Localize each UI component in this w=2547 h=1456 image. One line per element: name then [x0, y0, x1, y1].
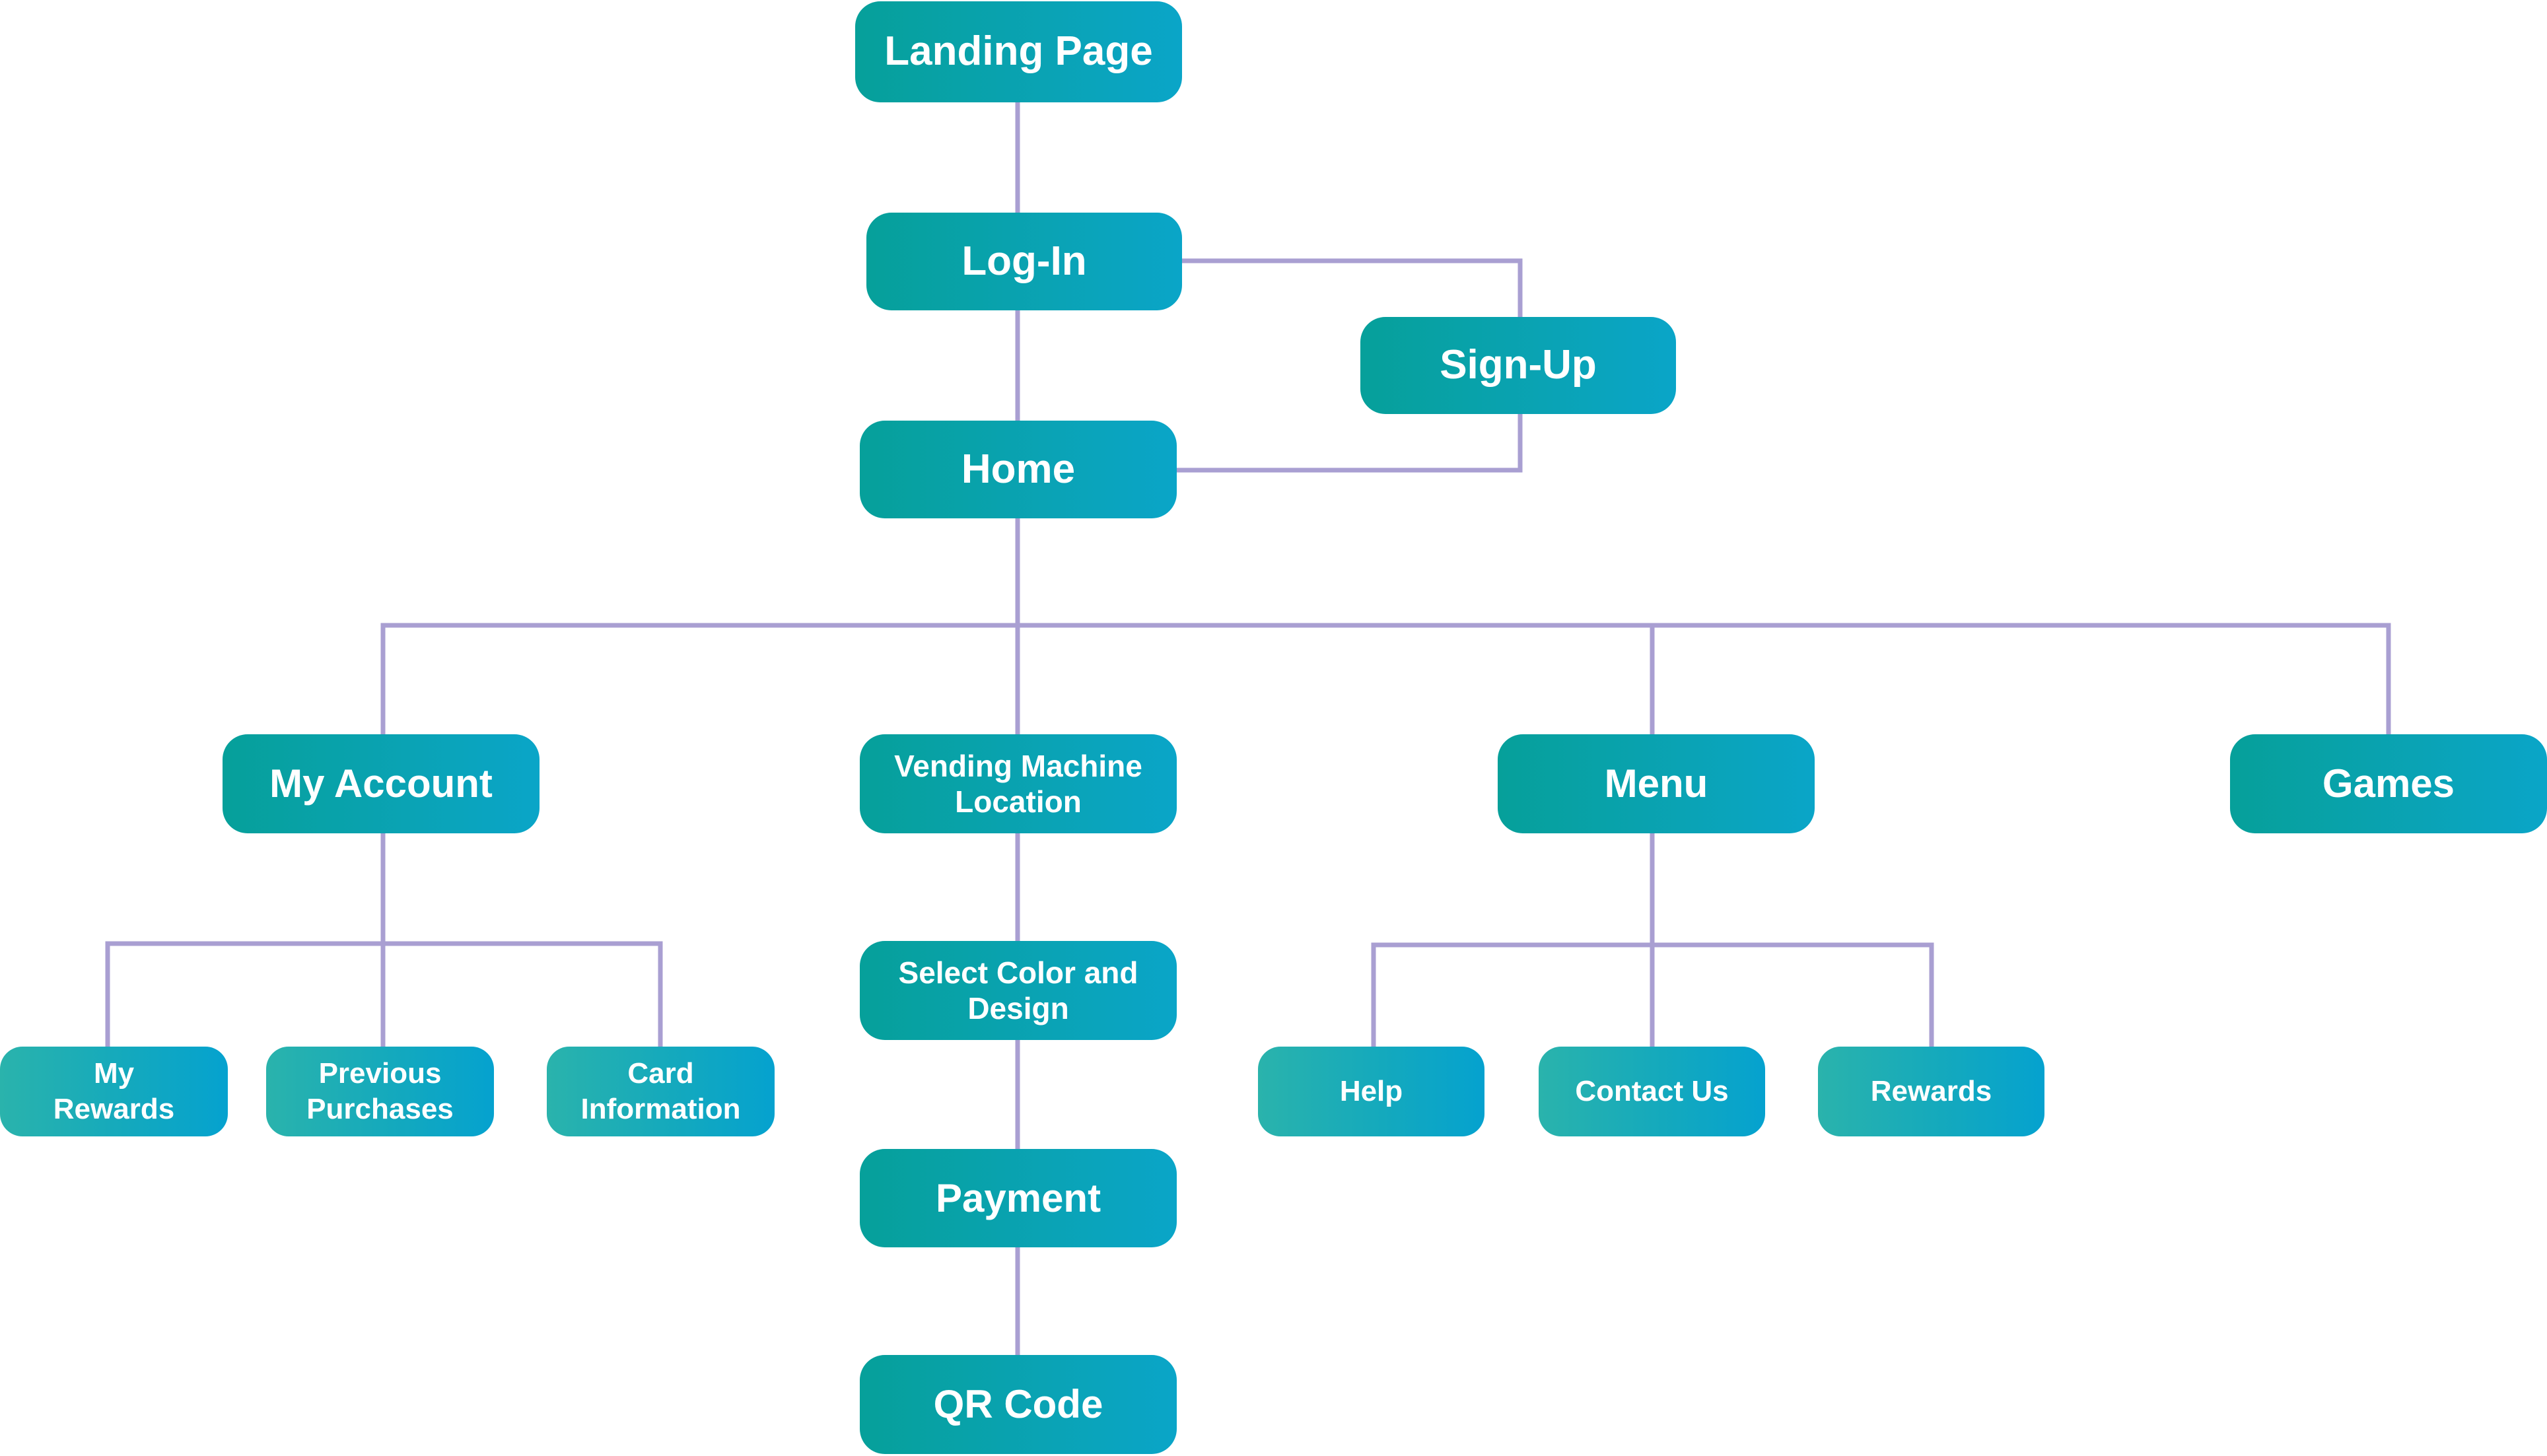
node-label: Vending Machine Location — [894, 748, 1142, 819]
node-label: Rewards — [1870, 1075, 1992, 1108]
node-help: Help — [1258, 1047, 1484, 1136]
node-sign-up: Sign-Up — [1360, 317, 1676, 414]
node-label: Home — [961, 446, 1076, 492]
node-payment: Payment — [860, 1149, 1177, 1247]
node-rewards: Rewards — [1818, 1047, 2044, 1136]
node-label: Card Information — [580, 1057, 741, 1125]
node-label: Games — [2322, 761, 2455, 806]
node-card-information: Card Information — [547, 1047, 775, 1136]
node-previous-purchases: Previous Purchases — [266, 1047, 494, 1136]
node-games: Games — [2230, 734, 2547, 833]
node-label: Sign-Up — [1440, 342, 1597, 388]
node-my-rewards: My Rewards — [0, 1047, 228, 1136]
node-label: Landing Page — [884, 28, 1153, 75]
node-my-account: My Account — [223, 734, 540, 833]
node-label: My Account — [269, 761, 493, 806]
node-log-in: Log-In — [866, 213, 1182, 310]
node-home: Home — [860, 421, 1177, 518]
node-landing-page: Landing Page — [855, 1, 1182, 102]
node-qr-code: QR Code — [860, 1355, 1177, 1454]
node-label: Payment — [935, 1175, 1101, 1220]
node-contact-us: Contact Us — [1539, 1047, 1765, 1136]
node-label: My Rewards — [53, 1057, 175, 1125]
node-label: Menu — [1604, 761, 1708, 806]
node-label: Log-In — [961, 238, 1087, 284]
node-label: Previous Purchases — [306, 1057, 454, 1125]
node-select-color-and-design: Select Color and Design — [860, 941, 1177, 1040]
node-vending-machine-location: Vending Machine Location — [860, 734, 1177, 833]
node-menu: Menu — [1498, 734, 1815, 833]
node-label: Contact Us — [1575, 1075, 1729, 1108]
node-label: QR Code — [933, 1382, 1103, 1426]
node-label: Help — [1339, 1075, 1403, 1108]
node-label: Select Color and Design — [898, 955, 1138, 1025]
